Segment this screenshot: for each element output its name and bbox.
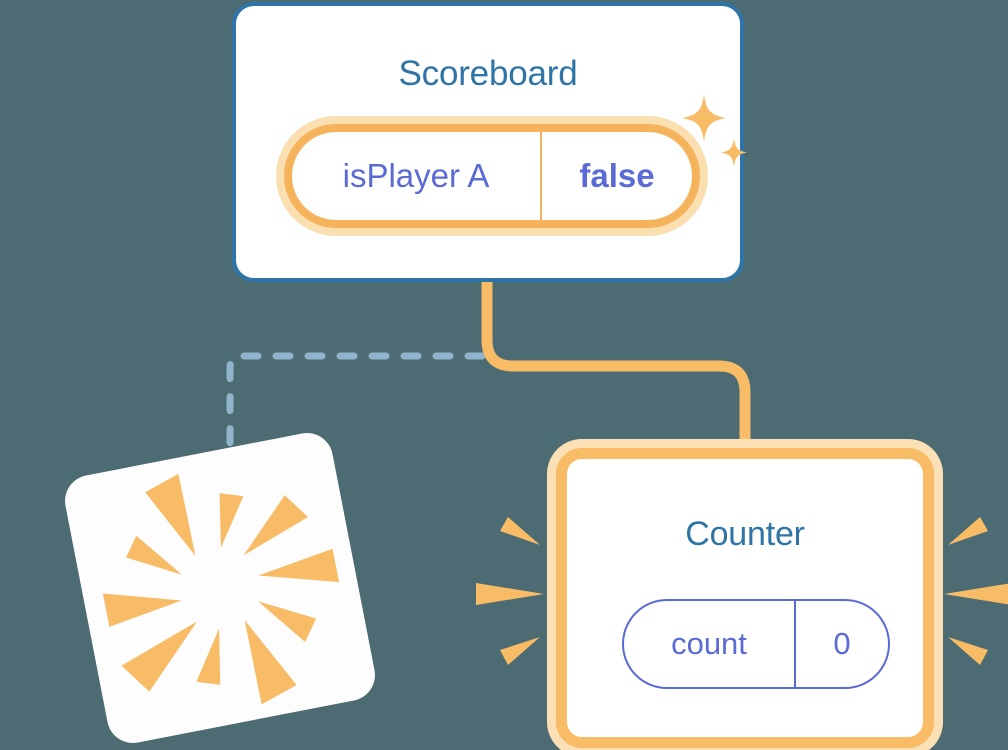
scoreboard-title: Scoreboard [398,54,578,93]
counter-title: Counter [685,515,805,553]
burst-ray [476,583,544,605]
scoreboard-card[interactable]: Scoreboard isPlayer A false [232,2,744,282]
counter-state-pill[interactable]: count 0 [622,599,890,689]
counter-burst-rays-left [476,517,544,665]
counter-burst-rays-right [944,517,1008,665]
scoreboard-state-value: false [579,157,655,194]
burst-ray [500,517,540,545]
counter-state-value: 0 [833,626,851,661]
burst-ray [500,637,540,665]
connector-scoreboard-to-counter [481,282,751,470]
counter-state-key: count [624,601,796,687]
burst-ray [948,637,988,665]
burst-ray [948,517,988,545]
scoreboard-state-pill[interactable]: isPlayer A false [284,124,700,228]
scoreboard-state-key: isPlayer A [292,132,542,220]
burst-ray [944,583,1008,605]
counter-card[interactable]: Counter count 0 [556,448,934,748]
blank-card[interactable] [60,428,380,748]
